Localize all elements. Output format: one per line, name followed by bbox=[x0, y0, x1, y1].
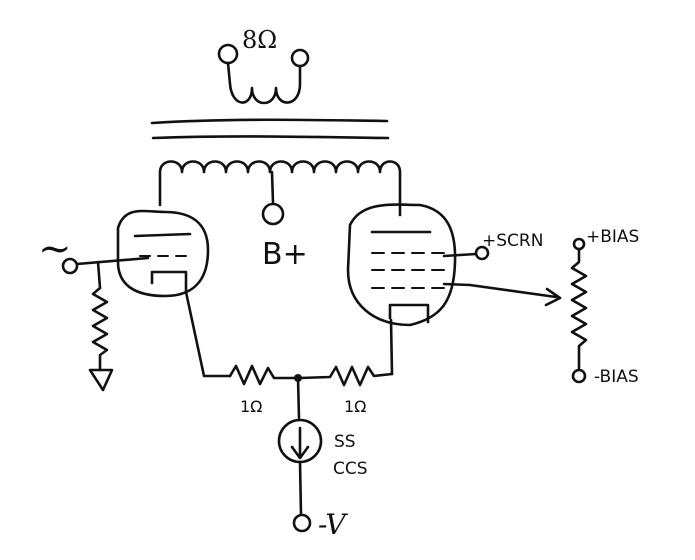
right-tube bbox=[346, 203, 457, 327]
left-cathode-resistor bbox=[228, 364, 298, 386]
right-tube-cathode bbox=[388, 303, 430, 324]
center-tap-wire bbox=[270, 170, 275, 205]
left-tube-cathode bbox=[150, 270, 188, 294]
left-tube-envelope bbox=[116, 209, 210, 298]
transformer-core-bottom bbox=[151, 135, 390, 140]
bplus-label: B+ bbox=[262, 237, 308, 272]
speaker-terminal-right[interactable] bbox=[290, 48, 310, 68]
screen-label: +SCRN bbox=[482, 231, 543, 251]
input-wire bbox=[75, 256, 150, 266]
signal-symbol: ~ bbox=[38, 226, 72, 272]
neg-supply-terminal[interactable] bbox=[292, 513, 312, 533]
current-source-arrow-head bbox=[290, 445, 310, 460]
control-grid-wire bbox=[442, 282, 558, 299]
grid-resistor-lead bbox=[96, 260, 102, 290]
ground-symbol bbox=[88, 368, 114, 392]
grid-resistor bbox=[91, 286, 109, 372]
screen-terminal[interactable] bbox=[474, 245, 490, 261]
left-tube bbox=[116, 209, 210, 298]
bias-pos-label: +BIAS bbox=[586, 227, 639, 247]
input-section: ~ bbox=[38, 226, 150, 392]
screen-wire bbox=[442, 252, 478, 258]
bias-neg-label: -BIAS bbox=[594, 367, 639, 387]
bias-pos-terminal[interactable] bbox=[572, 237, 586, 251]
wiper-arrow-head bbox=[544, 287, 562, 307]
right-resistor-label: 1Ω bbox=[344, 397, 366, 416]
speaker-terminal-left[interactable] bbox=[217, 43, 239, 65]
left-cathode-wire bbox=[184, 290, 232, 378]
primary-winding bbox=[158, 160, 402, 217]
speaker-impedance-label: 8Ω bbox=[242, 26, 277, 54]
bplus-terminal[interactable] bbox=[261, 202, 285, 226]
left-resistor-label: 1Ω bbox=[240, 397, 262, 416]
left-tube-plate bbox=[133, 232, 192, 238]
neg-supply-label: -V bbox=[318, 508, 348, 541]
cathode-network: 1Ω 1Ω -V SS CCS bbox=[184, 290, 394, 541]
secondary-winding bbox=[226, 61, 302, 105]
ccs-top-wire bbox=[296, 376, 301, 420]
bias-neg-terminal[interactable] bbox=[571, 368, 587, 384]
ccs-label-line1: SS bbox=[334, 432, 356, 452]
right-cathode-wire bbox=[389, 318, 394, 376]
bias-potentiometer bbox=[570, 247, 588, 370]
right-tube-envelope bbox=[346, 203, 457, 327]
ccs-bottom-wire bbox=[298, 460, 303, 516]
screen-and-bias: +SCRN +BIAS -BIAS bbox=[442, 227, 639, 387]
input-terminal[interactable] bbox=[61, 257, 79, 275]
ccs-label-line2: CCS bbox=[333, 459, 368, 479]
transformer-core-top bbox=[150, 118, 389, 125]
right-cathode-resistor bbox=[298, 365, 394, 387]
output-transformer bbox=[150, 43, 402, 226]
